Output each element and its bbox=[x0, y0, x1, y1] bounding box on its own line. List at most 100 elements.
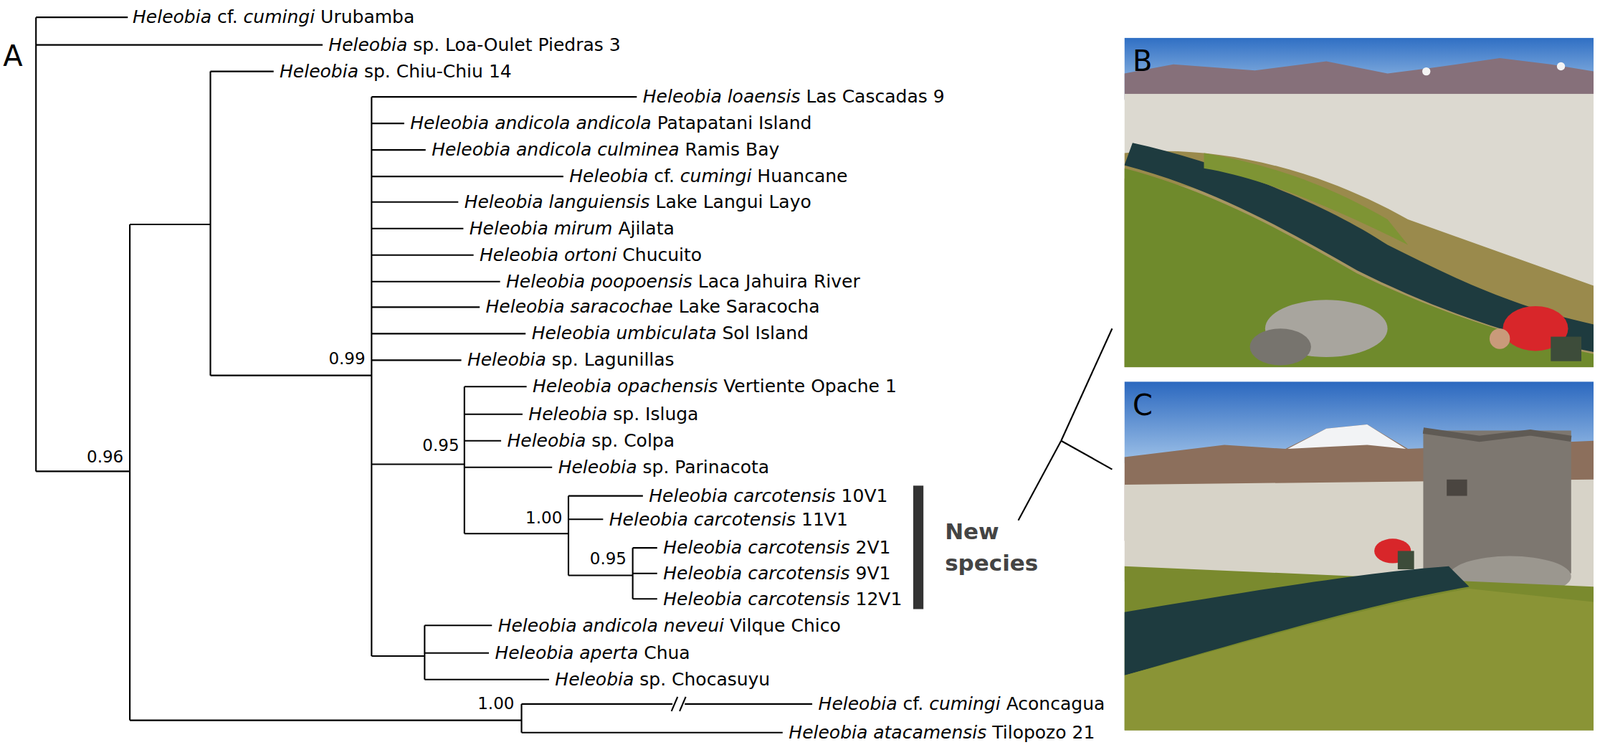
taxon-word: Sol bbox=[721, 323, 750, 345]
taxon-word: Heleobia bbox=[279, 60, 359, 82]
word-space bbox=[617, 430, 624, 451]
taxon-word: Opache bbox=[810, 376, 880, 398]
tree-branch bbox=[568, 574, 633, 576]
word-space bbox=[603, 34, 610, 56]
taxon-word: Heleobia bbox=[531, 323, 611, 345]
photo-b bbox=[1124, 37, 1595, 368]
tree-branch bbox=[464, 413, 523, 416]
taxon-word: Heleobia bbox=[554, 668, 634, 690]
word-space bbox=[1000, 693, 1007, 714]
taxon-label: Heleobia opachensis Vertiente Opache 1 bbox=[532, 377, 897, 398]
tree-branch bbox=[371, 281, 500, 283]
tree-branch bbox=[371, 201, 459, 203]
word-space bbox=[607, 403, 613, 425]
taxon-word: Heleobia bbox=[479, 244, 559, 266]
break-mark bbox=[679, 696, 687, 712]
word-space bbox=[805, 376, 811, 398]
taxon-word: Heleobia bbox=[328, 34, 408, 56]
taxon-word: Saracocha bbox=[726, 296, 821, 318]
taxon-label: Heleobia sp. Isluga bbox=[528, 404, 699, 425]
tree-branch bbox=[35, 16, 128, 18]
taxon-word: cumingi bbox=[243, 6, 316, 28]
taxon-word: sp. bbox=[612, 403, 640, 425]
word-space bbox=[584, 270, 591, 292]
word-space bbox=[407, 34, 413, 56]
word-space bbox=[741, 588, 748, 610]
taxon-word: Chucuito bbox=[622, 244, 702, 266]
taxon-word: Isluga bbox=[645, 403, 699, 425]
taxon-label: Heleobia andicola culminea Ramis Bay bbox=[431, 140, 780, 161]
word-space bbox=[751, 166, 757, 188]
taxon-label: Heleobia aperta Chua bbox=[494, 643, 690, 664]
taxon-label: Heleobia cf. cumingi Aconcagua bbox=[818, 693, 1106, 714]
taxon-word: sp. bbox=[639, 668, 666, 690]
taxon-label: Heleobia atacamensis Tilopozo 21 bbox=[788, 722, 1095, 743]
word-space bbox=[488, 112, 495, 134]
taxon-word: Chiu-Chiu bbox=[396, 60, 484, 82]
support-value: 0.96 bbox=[86, 448, 124, 466]
taxon-word: sp. bbox=[412, 34, 440, 56]
taxon-word: Las bbox=[805, 86, 836, 107]
word-space bbox=[648, 166, 654, 188]
word-space bbox=[784, 615, 791, 636]
word-space bbox=[573, 642, 580, 664]
tree-branch bbox=[370, 96, 373, 656]
taxon-label: Heleobia sp. Colpa bbox=[506, 430, 675, 451]
taxon-word: Langui bbox=[703, 191, 764, 213]
tree-branch bbox=[371, 254, 474, 256]
panel-letter: B bbox=[1132, 45, 1152, 77]
word-space bbox=[741, 562, 748, 584]
word-space bbox=[741, 537, 748, 559]
word-space bbox=[720, 296, 727, 318]
word-space bbox=[850, 537, 856, 559]
taxon-word: Vertiente bbox=[723, 376, 806, 398]
tree-branch bbox=[424, 678, 550, 681]
panel-letter: C bbox=[1132, 389, 1153, 421]
taxon-word: 10V1 bbox=[841, 485, 889, 507]
taxon-word: Vilque bbox=[729, 615, 786, 636]
word-space bbox=[986, 721, 993, 743]
word-space bbox=[314, 6, 321, 28]
taxon-word: River bbox=[813, 270, 861, 292]
taxon-word: Heleobia bbox=[467, 349, 547, 371]
taxon-word: 12V1 bbox=[855, 588, 903, 610]
taxon-word: Layo bbox=[768, 191, 811, 213]
tree-branch bbox=[210, 70, 274, 73]
group-label: New species bbox=[944, 515, 1038, 579]
taxon-label: Heleobia sp. Lagunillas bbox=[467, 350, 675, 371]
taxon-word: languiensis bbox=[549, 191, 651, 213]
word-space bbox=[611, 376, 618, 398]
word-space bbox=[578, 349, 585, 371]
word-space bbox=[358, 60, 365, 82]
word-space bbox=[637, 456, 644, 478]
support-value: 0.95 bbox=[422, 436, 459, 455]
taxon-word: Heleobia bbox=[410, 112, 489, 134]
taxon-word: Heleobia bbox=[532, 376, 612, 398]
tree-branch bbox=[371, 227, 464, 230]
taxon-label: Heleobia sp. Chiu-Chiu 14 bbox=[279, 61, 512, 82]
tree-branch bbox=[520, 703, 522, 733]
word-space bbox=[727, 485, 734, 507]
taxon-label: Heleobia ortoni Chucuito bbox=[479, 245, 702, 266]
word-space bbox=[679, 139, 686, 161]
word-space bbox=[616, 244, 623, 266]
tree-branch bbox=[464, 440, 502, 442]
taxon-word: ortoni bbox=[564, 244, 617, 266]
taxon-word: Ramis bbox=[685, 139, 740, 161]
taxon-word: Heleobia bbox=[558, 456, 638, 478]
taxon-word: cumingi bbox=[680, 166, 752, 188]
break-mark bbox=[671, 696, 679, 712]
tree-branch bbox=[371, 306, 480, 308]
taxon-word: sp. bbox=[591, 430, 618, 451]
word-space bbox=[850, 562, 856, 584]
taxon-word: Jahuira bbox=[745, 270, 808, 292]
taxon-label: Heleobia andicola andicola Patapatani Is… bbox=[410, 113, 812, 134]
taxon-word: carcotensis bbox=[733, 485, 836, 507]
word-space bbox=[439, 34, 446, 56]
word-space bbox=[897, 693, 904, 714]
taxon-word: Piedras bbox=[537, 34, 603, 56]
taxon-label: Heleobia cf. cumingi Huancane bbox=[569, 167, 848, 188]
taxon-label: Heleobia poopoensis Laca Jahuira River bbox=[506, 271, 861, 292]
word-space bbox=[752, 112, 759, 134]
